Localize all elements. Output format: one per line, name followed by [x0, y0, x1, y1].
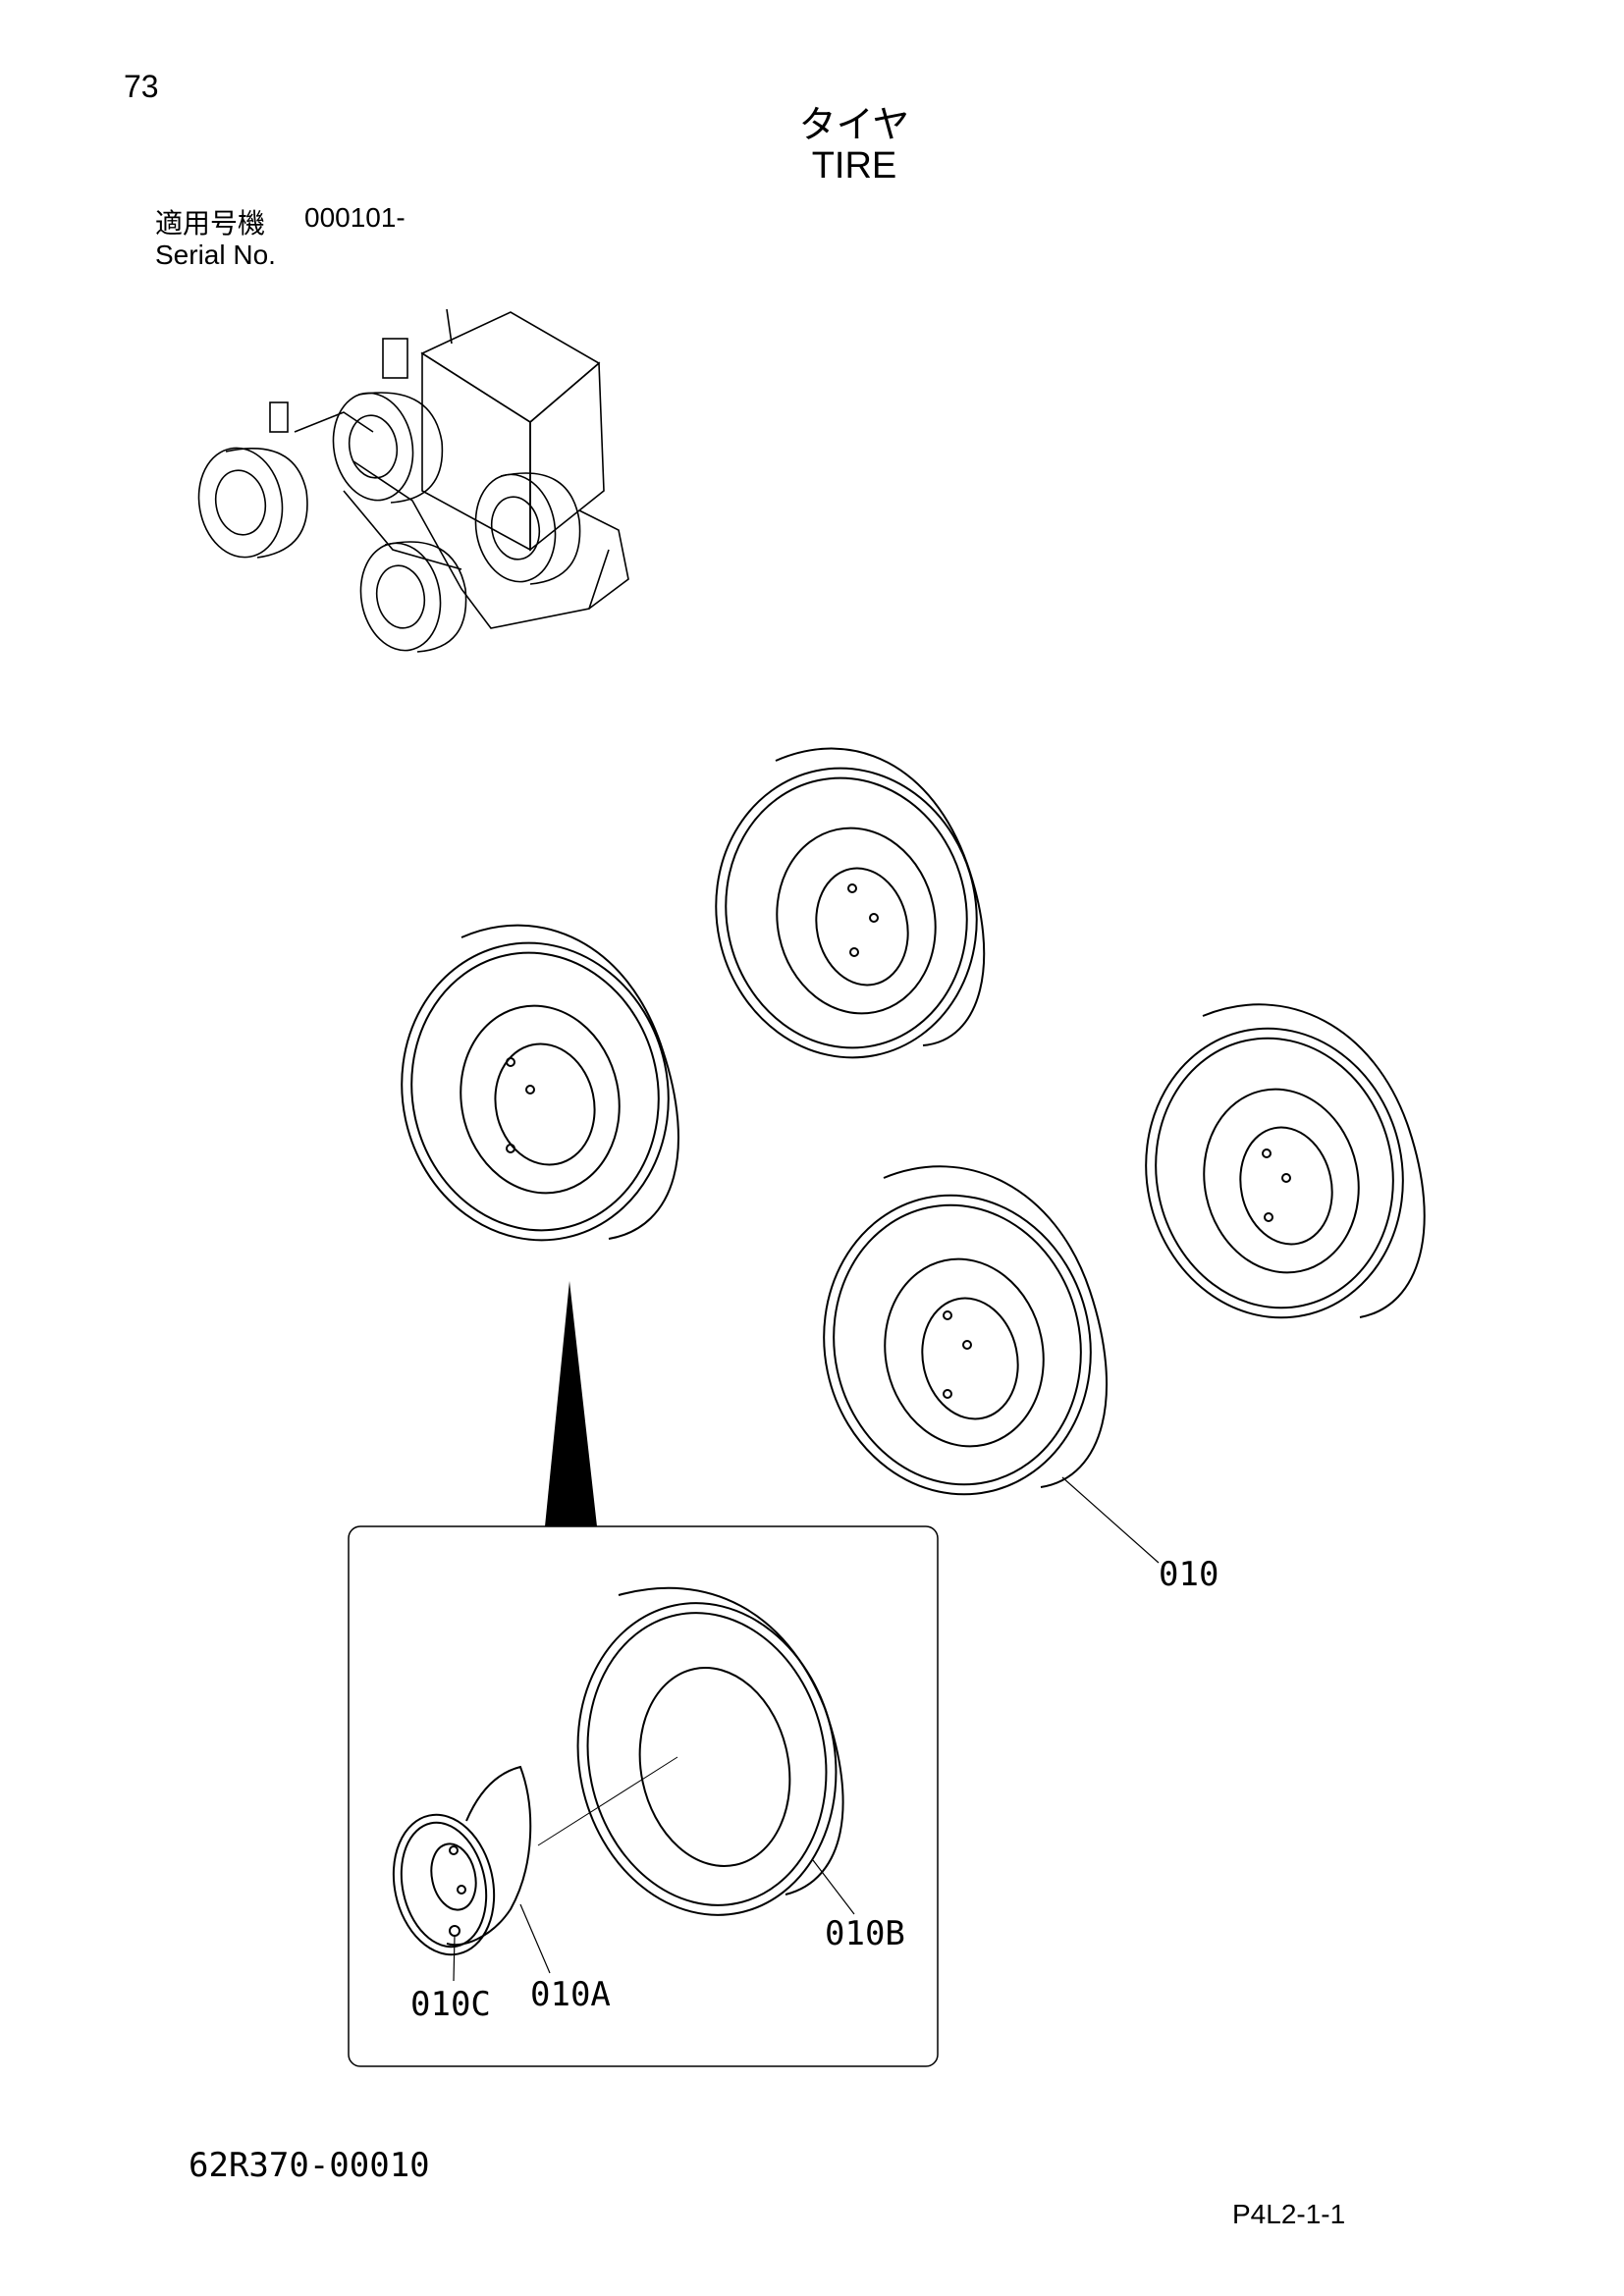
tire-illustration-front-left	[401, 924, 679, 1242]
tire-illustration-front-right	[823, 1165, 1108, 1496]
callout-010: 010	[1159, 1555, 1219, 1594]
drawing-part-code: 62R370-00010	[189, 2146, 430, 2185]
serial-label-en: Serial No.	[155, 240, 276, 270]
tire-illustration-rear-left	[715, 747, 986, 1059]
tire-illustration-rear-right	[1145, 1003, 1426, 1319]
callout-010b: 010B	[825, 1914, 905, 1953]
page-reference: P4L2-1-1	[1232, 2199, 1346, 2229]
serial-label-ja: 適用号機	[155, 207, 266, 240]
rim-exploded-illustration	[392, 1765, 532, 1956]
machine-overview-illustration	[197, 308, 629, 653]
callout-010c: 010C	[410, 1985, 491, 2024]
page-number: 73	[124, 69, 159, 104]
detail-pointer-arrow	[545, 1281, 597, 1526]
leader-line-010c	[453, 1935, 456, 1982]
tire-exploded-illustration	[576, 1586, 844, 1916]
callout-010a: 010A	[530, 1975, 611, 2014]
leader-line-010a	[519, 1903, 551, 1974]
leader-line-010b	[812, 1859, 855, 1915]
page-title-en: TIRE	[811, 145, 897, 187]
leader-line-010	[1061, 1476, 1160, 1564]
page-title-ja: タイヤ	[798, 103, 910, 146]
serial-number-value: 000101-	[304, 202, 406, 233]
detail-box	[348, 1525, 939, 2067]
assembly-axis-line	[537, 1756, 678, 1846]
